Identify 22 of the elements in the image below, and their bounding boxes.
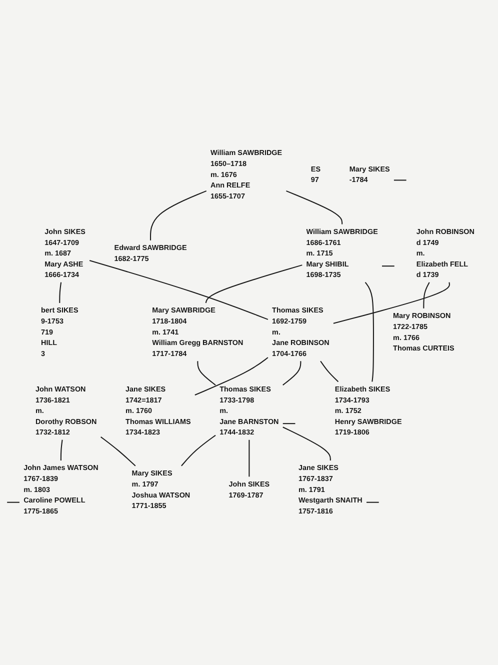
- connector: [150, 190, 207, 241]
- connector: [364, 282, 374, 382]
- connector: [248, 440, 250, 478]
- connector: [197, 362, 216, 386]
- connector: [286, 190, 343, 225]
- connector: [282, 427, 331, 461]
- connector: [181, 435, 216, 467]
- connector: [382, 266, 394, 268]
- connector: [194, 358, 268, 396]
- connector: [423, 282, 430, 309]
- connector: [60, 440, 63, 461]
- connector: [205, 265, 302, 304]
- connector: [333, 282, 450, 324]
- connector: [394, 180, 406, 182]
- connector: [59, 282, 62, 304]
- connector: [89, 260, 268, 320]
- connector: [366, 502, 379, 504]
- connector: [320, 361, 339, 383]
- connector: [100, 436, 136, 467]
- connector: [282, 424, 296, 425]
- connector: [7, 502, 20, 504]
- connector: [282, 362, 302, 386]
